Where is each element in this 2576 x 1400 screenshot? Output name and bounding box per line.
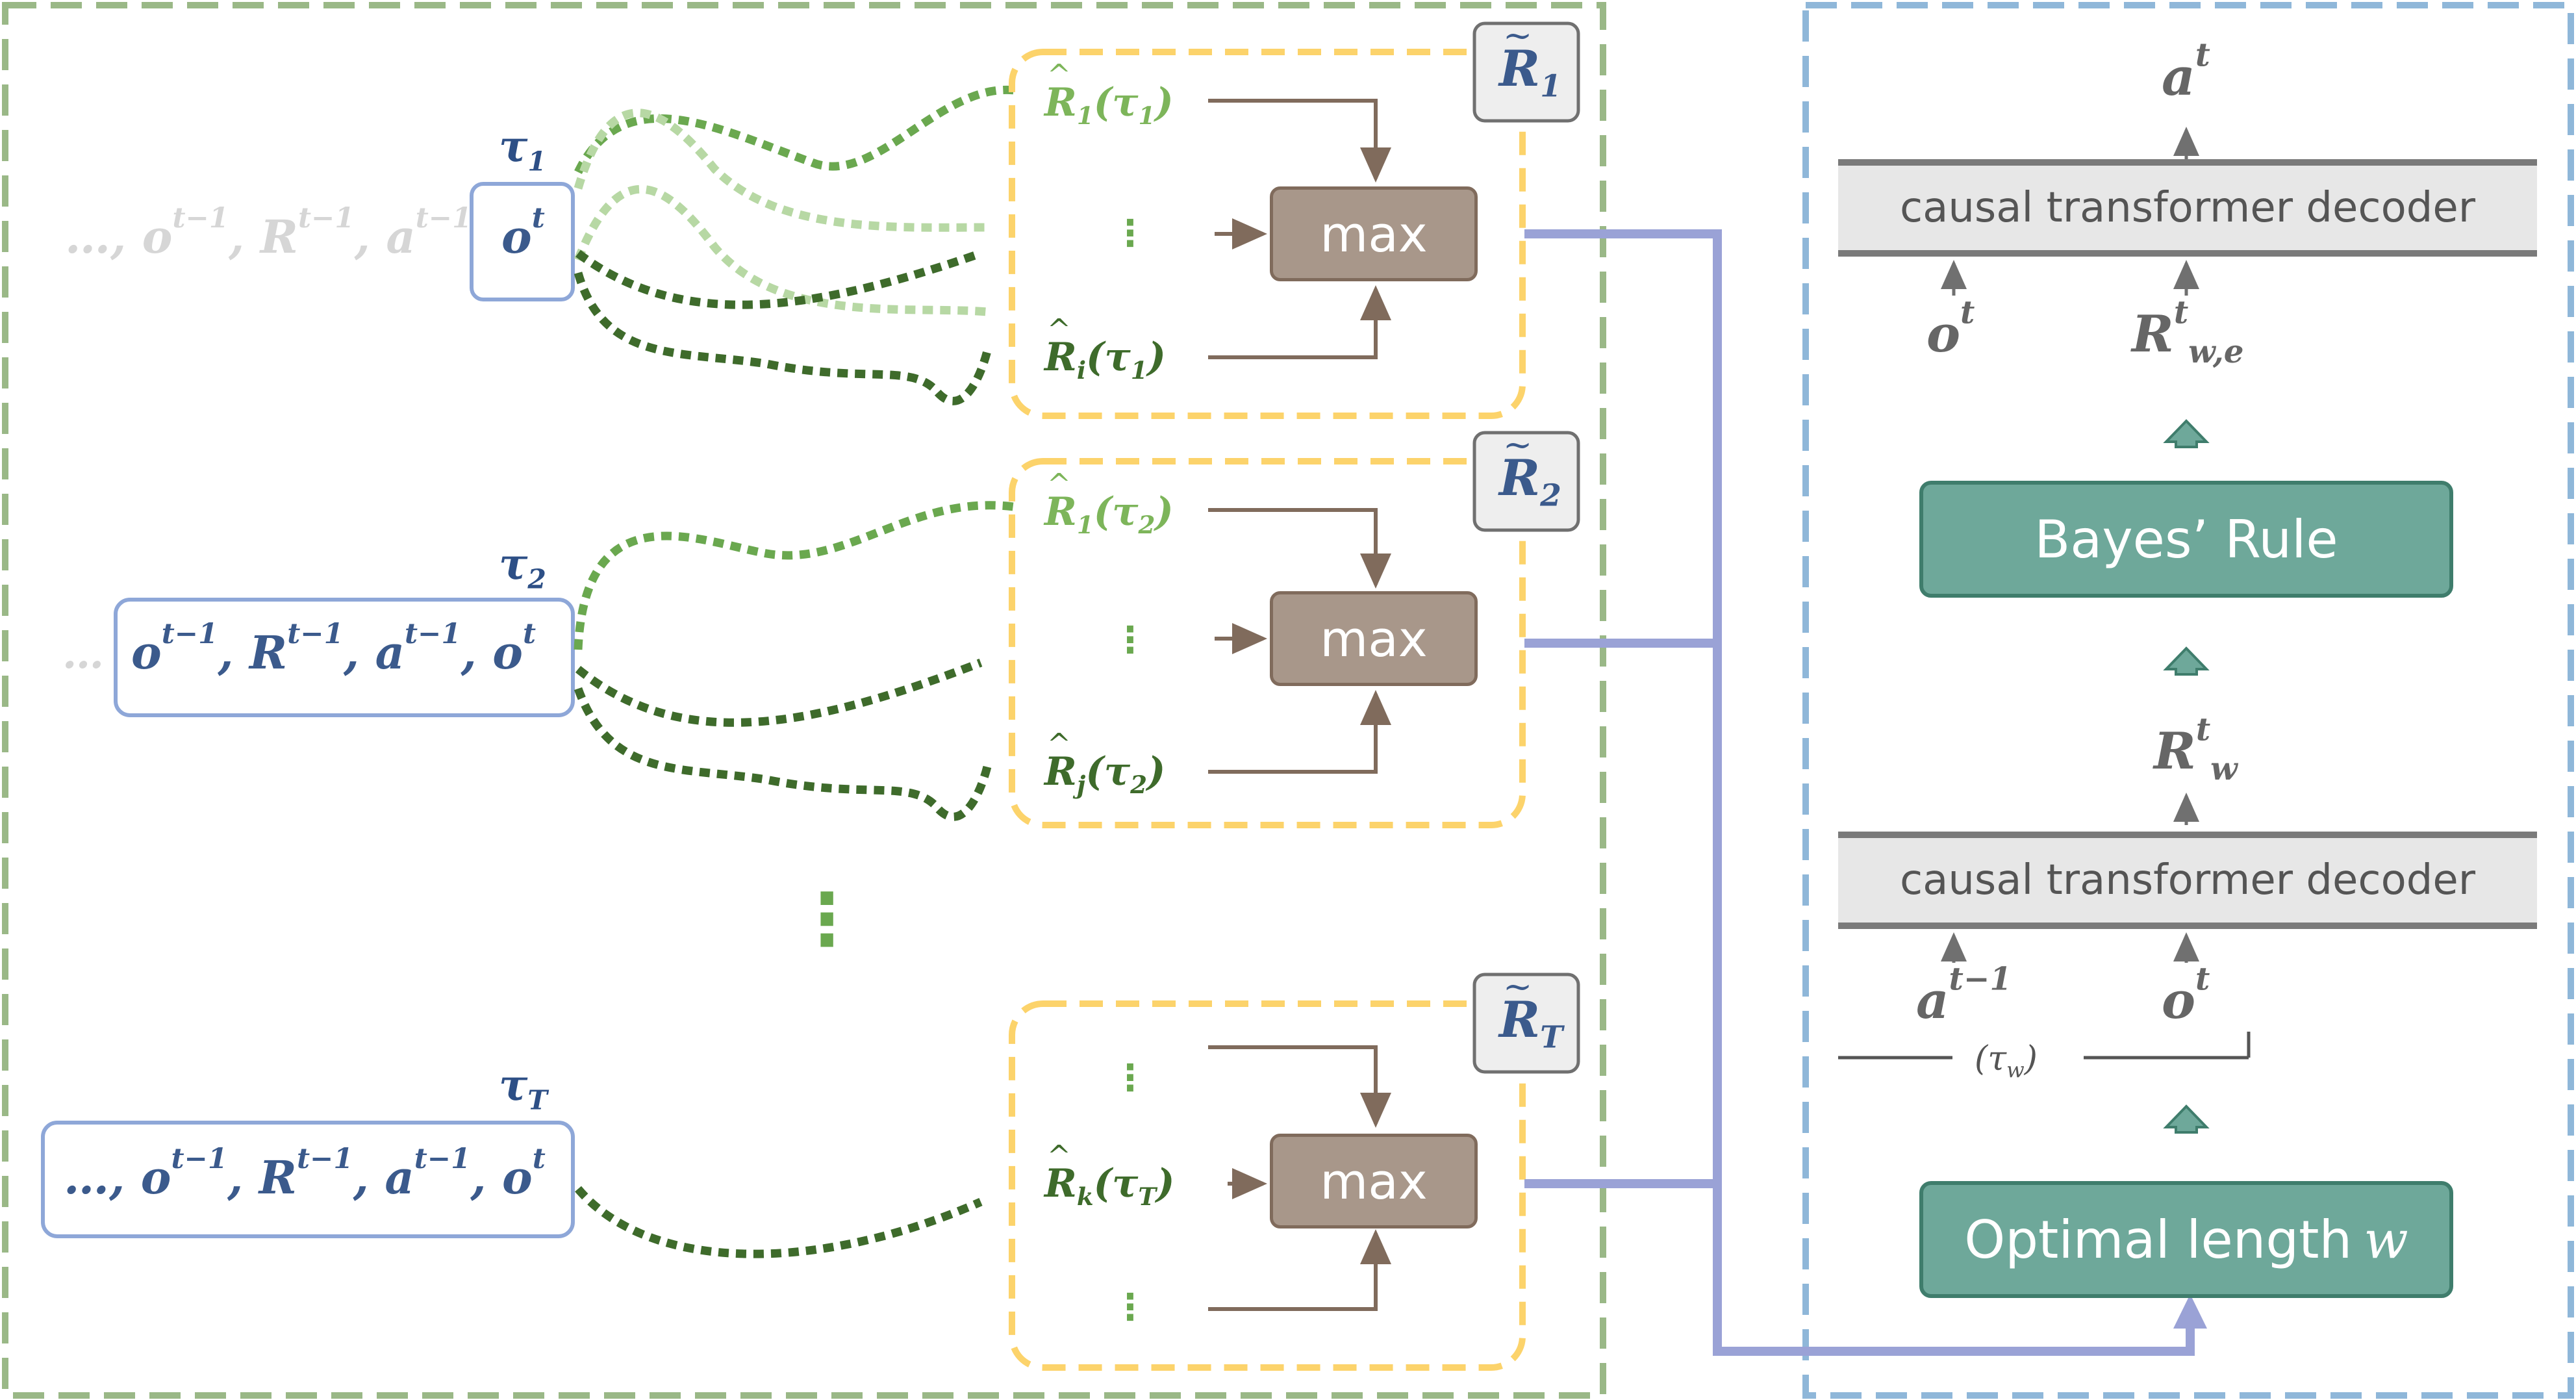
return-estimate-top-1: R1(τ1) [1044,61,1174,128]
arrow [1208,508,1391,589]
return-group-box-1 [1009,49,1526,419]
sequence-text-2: ot−1, Rt−1, at−1, ot [131,617,537,680]
return-ellipsis-1: ⋮ [1112,212,1148,255]
return-estimate-middle-T: Rk(τT) [1044,1142,1175,1209]
sequence-text-T: …, ot−1, Rt−1, at−1, ot [64,1141,546,1204]
return-estimate-top-2: R1(τ2) [1044,470,1174,537]
connector-line [1524,229,2195,1356]
up-arrow-icon [2163,1104,2210,1134]
decoder-bottom-input-obs: ot [2162,961,2210,1030]
arrow [1208,99,1391,183]
causal-transformer-decoder-bottom: causal transformer decoder [1838,832,2537,929]
up-arrow-icon [2163,419,2210,448]
sequence-box-2 [114,598,575,717]
rollout-curve [574,108,988,232]
tau-label-T: τT [499,1060,548,1116]
return-ellipsis-T-bottom: ⋮ [1112,1286,1148,1329]
arrow [1208,1045,1391,1128]
sequence-current-obs-1: ot [501,201,545,264]
group-label-2: R2 [1499,427,1561,511]
return-group-box-T [1009,1000,1526,1371]
right-panel-border [1802,2,2574,1399]
return-group-box-2 [1009,458,1526,828]
decoder-top-input-obs: ot [1926,294,1975,364]
middle-vertical-ellipsis: ⋮ [791,878,863,961]
sequence-box-1 [470,182,575,301]
tau-label-1: τ1 [499,121,546,177]
rollout-curve [575,658,983,727]
sequence-ellipsis-2: … [62,630,104,678]
left-panel-border [2,2,1606,1399]
arrow [1208,690,1391,774]
causal-transformer-decoder-top: causal transformer decoder [1838,159,2537,257]
sequence-box-T [41,1121,575,1238]
arrow [1208,1229,1391,1311]
sequence-history-faded-1: …, ot−1, Rt−1, at−1 [65,201,472,264]
decoder-top-input-return: Rtw,e [2132,294,2244,370]
group-label-1: R1 [1499,18,1561,102]
up-arrow-icon [2163,646,2210,676]
rollout-curve [574,185,988,316]
return-estimate-bottom-2: Rj(τ2) [1044,730,1165,797]
max-operator-T: max [1270,1134,1478,1228]
window-trajectory-label: (τw) [1975,1039,2038,1083]
output-action-label: at [2162,35,2210,107]
rollout-curve [575,249,983,309]
rollout-curve [574,85,1021,174]
arrow [1208,285,1391,359]
connector-arrowhead [2173,1294,2207,1329]
bayes-rule-block: Bayes’ Rule [1919,481,2453,598]
rollout-curve [574,501,1014,650]
return-estimate-bottom-1: Ri(τ1) [1044,316,1166,383]
max-operator-2: max [1270,591,1478,686]
decoder-bottom-input-action: at−1 [1916,961,2012,1030]
return-ellipsis-T-top: ⋮ [1112,1057,1148,1099]
rollout-curve [574,272,992,405]
rollout-curve [574,687,992,821]
max-operator-1: max [1270,186,1478,281]
window-return-label: Rtw [2154,711,2238,787]
rollout-curve [575,1186,983,1258]
return-ellipsis-2: ⋮ [1112,619,1148,661]
tau-label-2: τ2 [499,539,546,595]
group-label-T: RT [1499,969,1563,1053]
